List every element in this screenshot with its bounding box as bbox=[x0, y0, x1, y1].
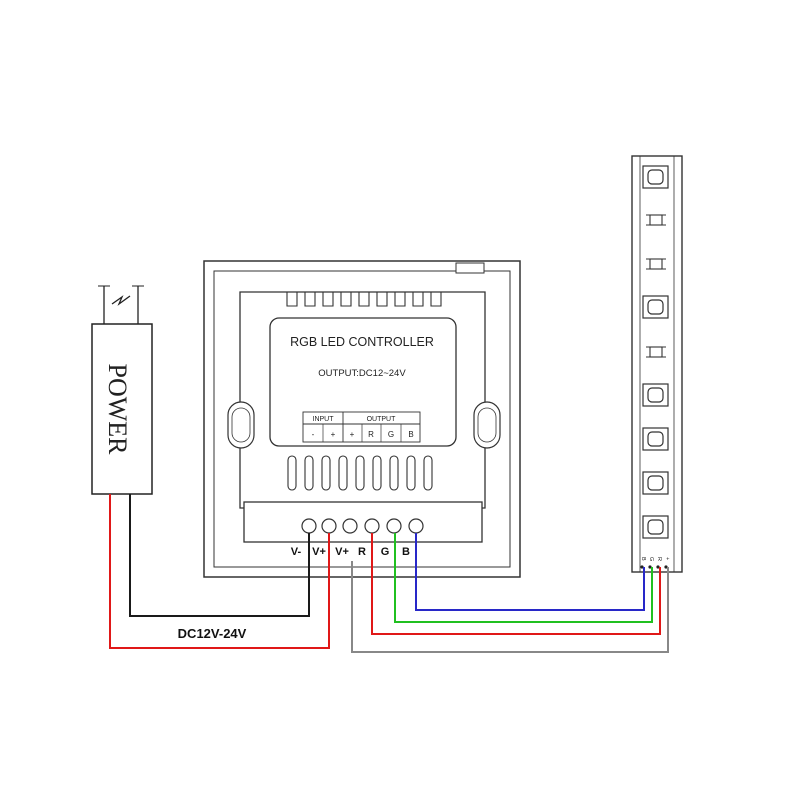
pin-label-table: INPUT OUTPUT - + + R G B bbox=[302, 411, 421, 443]
terminal-label: V+ bbox=[312, 546, 326, 558]
terminal-block bbox=[243, 501, 483, 543]
led-strip: B G R + bbox=[631, 155, 683, 573]
led-chip bbox=[642, 471, 669, 495]
terminal-label: G bbox=[381, 546, 390, 558]
power-supply: POWER bbox=[91, 285, 153, 495]
lightning-icon bbox=[111, 295, 131, 306]
strip-pin-label: + bbox=[664, 557, 670, 560]
terminal-label: V+ bbox=[335, 546, 349, 558]
output-spec: OUTPUT:DC12~24V bbox=[318, 368, 406, 379]
led-chip bbox=[642, 427, 669, 451]
wire-red bbox=[371, 533, 661, 635]
led-chip bbox=[642, 295, 669, 319]
pin-label: R bbox=[368, 430, 374, 439]
wire-blue bbox=[415, 533, 645, 611]
wire-v-plus-power bbox=[109, 494, 330, 649]
wire-v-minus bbox=[129, 494, 310, 617]
pin-label: B bbox=[408, 430, 413, 439]
mount-slot-left bbox=[227, 401, 255, 449]
controller-title: RGB LED CONTROLLER bbox=[290, 335, 434, 349]
top-vent-slots bbox=[286, 292, 442, 307]
mount-slot-right bbox=[473, 401, 501, 449]
pin-label: - bbox=[312, 430, 315, 439]
supply-voltage-label: DC12V-24V bbox=[178, 626, 247, 641]
controller-inner-frame bbox=[213, 270, 511, 568]
power-box bbox=[91, 323, 153, 495]
strip-pads bbox=[640, 565, 668, 569]
power-label: POWER bbox=[103, 364, 132, 456]
terminal-labels: V- V+ V+ R G B bbox=[291, 546, 410, 558]
pin-label: + bbox=[350, 430, 355, 439]
terminal-label: B bbox=[402, 546, 410, 558]
output-label: OUTPUT bbox=[367, 416, 397, 423]
pin-label: + bbox=[331, 430, 336, 439]
wires bbox=[109, 494, 669, 653]
led-chip bbox=[642, 165, 669, 189]
resistor bbox=[646, 258, 666, 270]
terminal-label: V- bbox=[291, 546, 302, 558]
led-chip bbox=[642, 383, 669, 407]
strip-pin-label: B bbox=[640, 557, 646, 561]
resistor bbox=[646, 214, 666, 226]
input-label: INPUT bbox=[313, 416, 335, 423]
pin-label: G bbox=[388, 430, 394, 439]
lower-vent-slots bbox=[287, 455, 433, 491]
wire-green bbox=[394, 533, 653, 623]
terminal-label: R bbox=[358, 546, 366, 558]
wire-v-plus-strip bbox=[351, 561, 669, 653]
strip-pin-label: R bbox=[656, 557, 662, 561]
led-chip bbox=[642, 515, 669, 539]
strip-pin-label: G bbox=[648, 557, 654, 561]
resistor bbox=[646, 346, 666, 358]
controller: RGB LED CONTROLLER OUTPUT:DC12~24V INPUT… bbox=[203, 260, 521, 578]
